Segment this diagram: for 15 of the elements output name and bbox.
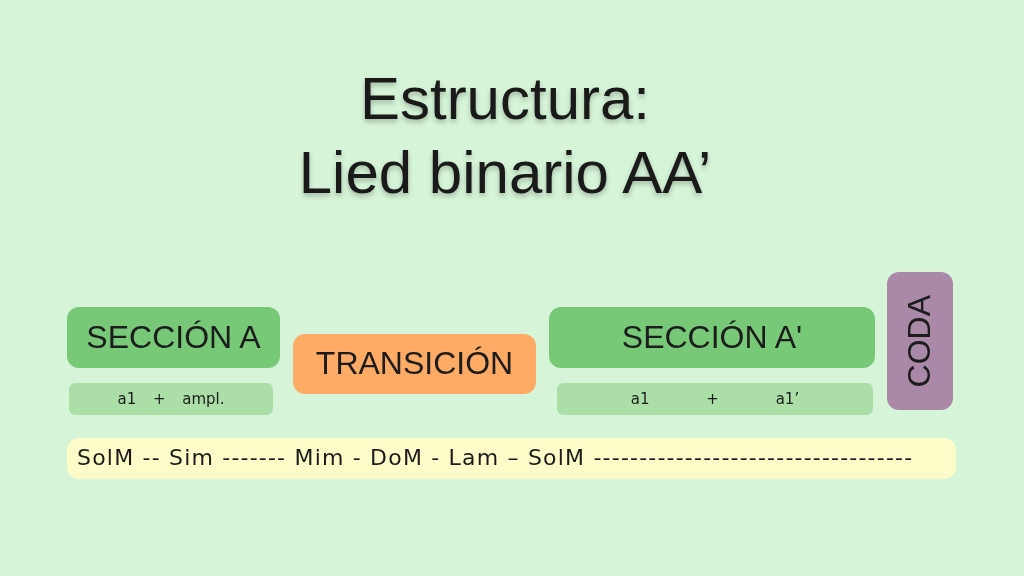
chord-bar	[67, 438, 956, 479]
title: Estructura: Lied binario AA’	[298, 64, 712, 208]
phrase-box	[69, 383, 273, 415]
transition-box	[293, 334, 536, 394]
chord-progression-text: SolM -- Sim ------- Mim - DoM - Lam – SolM -----------------------------------	[77, 446, 914, 471]
section-label: SECCIÓN A	[86, 319, 261, 356]
coda-label: CODA	[902, 294, 938, 388]
phrase-label: a1 + a1’	[630, 390, 800, 408]
phrase-box	[557, 383, 873, 415]
section-box	[549, 307, 875, 368]
transition-label: TRANSICIÓN	[315, 346, 514, 382]
section-label: SECCIÓN A'	[621, 319, 803, 356]
section-box	[67, 307, 280, 368]
phrase-label: a1 + ampl.	[117, 390, 225, 408]
coda-box	[887, 272, 953, 410]
